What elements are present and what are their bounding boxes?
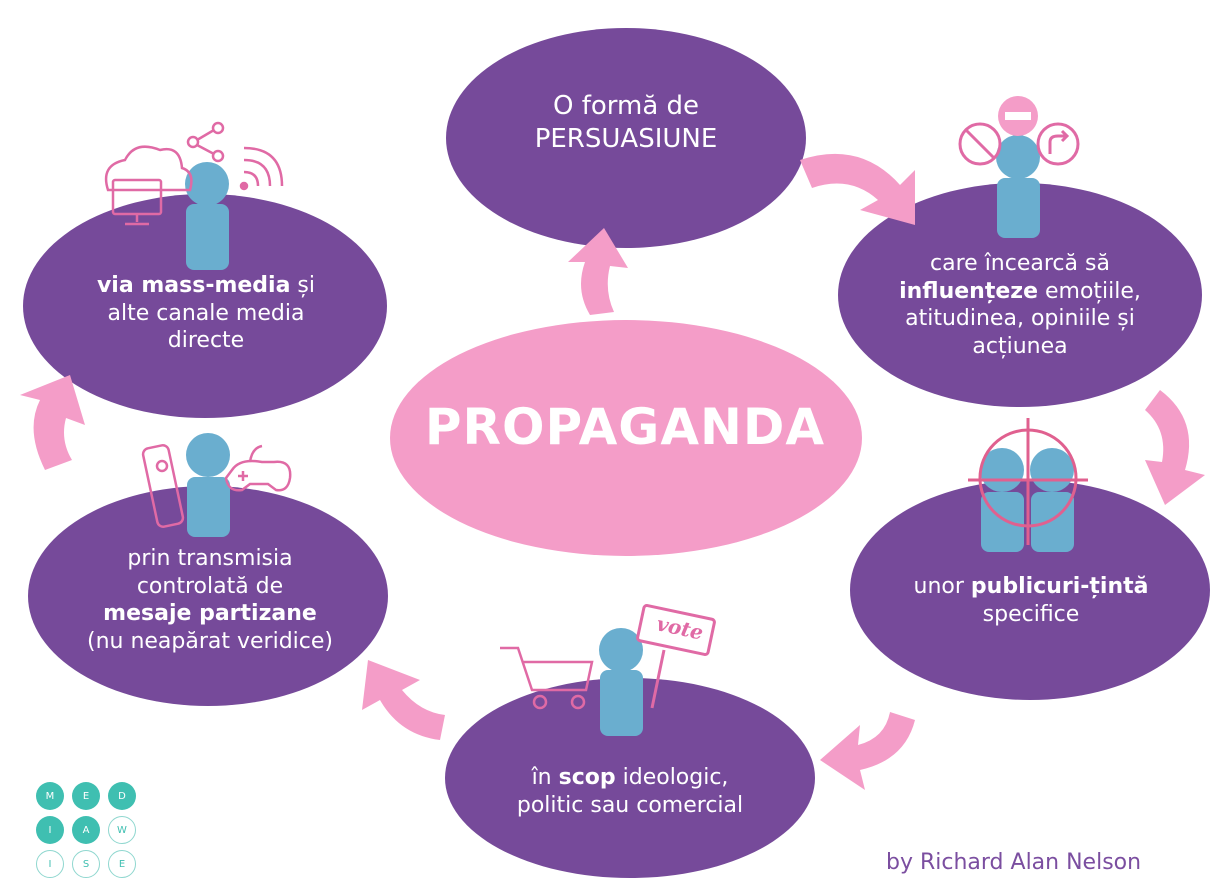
bubble-bottom: [445, 678, 815, 878]
text-right-upper: care încearcă să influențeze emoțiile, a…: [856, 250, 1184, 360]
bubble-top: [446, 28, 806, 248]
logo-dot: D: [108, 782, 136, 810]
text-left-upper-line1: via mass-media și: [48, 272, 364, 300]
text-right-lower-line1: unor publicuri-țintă: [866, 573, 1196, 601]
text-right-upper-line2: influențeze emoțiile,: [856, 278, 1184, 306]
text-right-upper-line3: atitudinea, opiniile și: [905, 306, 1135, 331]
wifi-signal-icon: [239, 146, 284, 191]
text-left-lower-line4: (nu neapărat veridice): [86, 628, 334, 654]
text-right-upper-line1: care încearcă să: [930, 251, 1110, 276]
text-right-upper-rest: emoțiile,: [1038, 278, 1141, 304]
arrow-bottom-to-left: [362, 660, 445, 740]
mediawise-logo: M E D I A W I S E: [36, 782, 146, 878]
text-left-lower-line2: controlată de: [136, 573, 284, 599]
author-credit: by Richard Alan Nelson: [886, 850, 1142, 875]
bubble-left-upper: [23, 194, 387, 418]
logo-dot: I: [36, 816, 64, 844]
bubble-right-upper: [838, 183, 1202, 407]
text-bottom-pre: în: [531, 765, 559, 790]
text-left-lower-line3: mesaje partizane: [50, 600, 370, 628]
logo-dot: I: [36, 850, 64, 878]
arrow-top-to-right: [800, 153, 915, 225]
arrow-right-upper-to-lower: [1145, 390, 1205, 505]
text-bottom-line1: în scop ideologic,: [470, 764, 790, 792]
arrow-right-lower-to-bottom: [820, 712, 915, 790]
text-top: O formă de PERSUASIUNE: [470, 90, 782, 155]
person-icon-left-lower: [186, 433, 230, 537]
text-bottom-bold: scop: [558, 765, 616, 790]
person-icon-left-upper: [185, 162, 229, 270]
text-right-upper-line4: acțiunea: [972, 333, 1068, 359]
text-left-lower-line1: prin transmisia: [127, 546, 293, 571]
text-bottom-rest: ideologic,: [615, 765, 729, 790]
text-right-lower-pre: unor: [913, 574, 971, 599]
text-right-lower-line2: specifice: [982, 601, 1080, 627]
shopping-cart-icon: [500, 646, 594, 710]
no-pedestrian-sign-icon: [958, 122, 1002, 166]
text-top-line1: O formă de: [552, 91, 700, 121]
logo-dot: S: [72, 850, 100, 878]
center-ellipse: [390, 320, 862, 556]
text-left-upper-line3: directe: [167, 328, 245, 353]
logo-dot: W: [108, 816, 136, 844]
bubble-right-lower: [850, 480, 1210, 700]
logo-dot: A: [72, 816, 100, 844]
text-right-lower-bold: publicuri-țintă: [970, 574, 1149, 599]
text-left-upper-line2: alte canale media: [107, 300, 305, 326]
text-bottom: în scop ideologic, politic sau comercial: [470, 764, 790, 819]
text-left-upper-rest: și: [290, 273, 316, 298]
cloud-computer-icon: [104, 145, 193, 226]
logo-dot: E: [108, 850, 136, 878]
text-right-upper-bold: influențeze: [899, 278, 1038, 304]
text-left-upper: via mass-media și alte canale media dire…: [48, 272, 364, 355]
text-left-lower-bold: mesaje partizane: [103, 601, 317, 626]
text-bottom-line2: politic sau comercial: [516, 792, 744, 818]
remote-control-icon: [141, 444, 185, 528]
bubble-left-lower: [28, 486, 388, 706]
gamepad-icon: [224, 444, 292, 492]
text-top-line2: PERSUASIUNE: [534, 123, 718, 154]
logo-dot: M: [36, 782, 64, 810]
arrow-center-to-top: [568, 228, 628, 315]
logo-dot: E: [72, 782, 100, 810]
text-right-lower: unor publicuri-țintă specifice: [866, 573, 1196, 628]
target-crosshair-icon: [968, 418, 1088, 545]
share-icon: [186, 121, 225, 163]
turn-right-sign-icon: [1036, 122, 1080, 166]
arrow-left-lower-to-upper: [20, 375, 85, 470]
vote-sign-icon: [636, 603, 716, 709]
text-left-lower: prin transmisia controlată de mesaje par…: [50, 545, 370, 655]
person-icon-right-upper: [996, 135, 1040, 238]
no-entry-sign-icon: [998, 96, 1038, 136]
text-left-upper-bold: via mass-media: [96, 273, 291, 298]
person-icon-bottom: [599, 628, 643, 736]
center-title: PROPAGANDA: [424, 398, 826, 456]
